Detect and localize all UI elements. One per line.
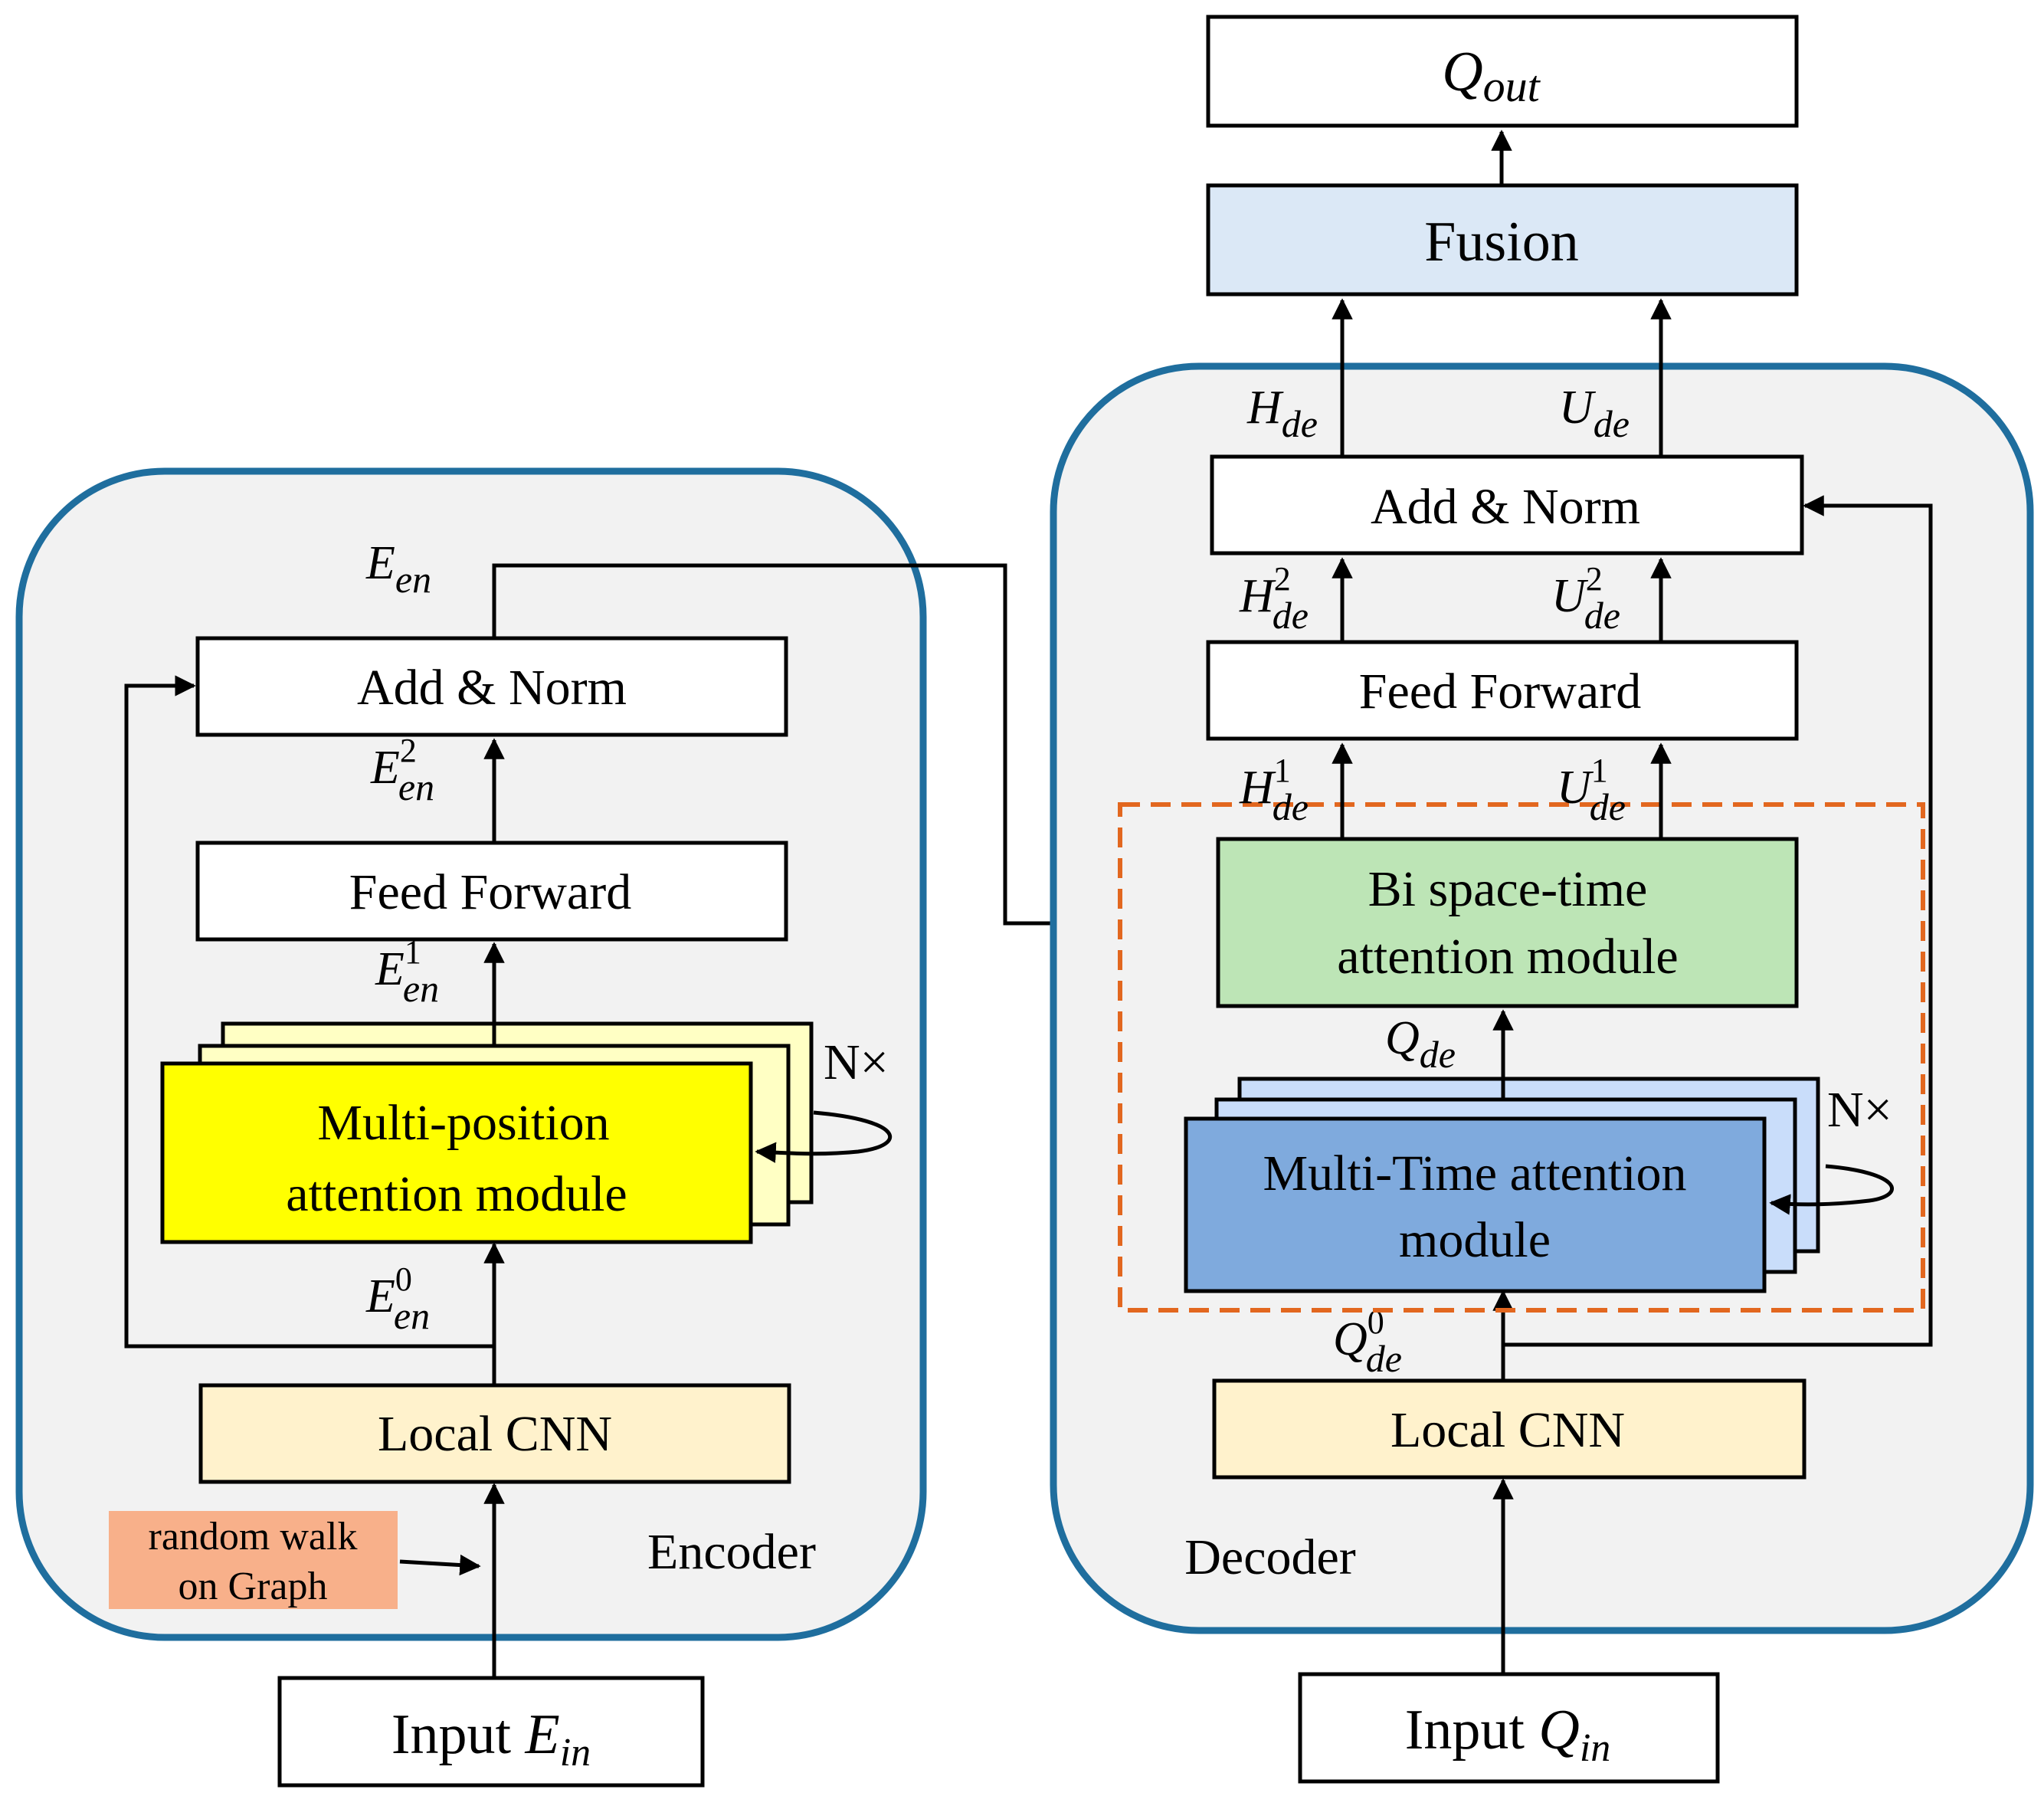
- output-box: [1206, 15, 1799, 128]
- decoder-u-label: Ude: [1559, 382, 1630, 445]
- bi-attention-box: [1216, 837, 1799, 1008]
- decoder-repeat-label: N×: [1827, 1082, 1892, 1138]
- decoder-feed-forward: [1206, 640, 1799, 741]
- encoder-output-label: Een: [365, 537, 431, 601]
- encoder-attention-line2: attention module: [286, 1166, 627, 1222]
- decoder-h-label: Hde: [1246, 382, 1318, 445]
- encoder-residual-line: [124, 675, 494, 1349]
- bi-attention-line2: attention module: [1337, 929, 1678, 985]
- random-walk-arrow: [399, 1554, 481, 1576]
- encoder-repeat-label: N×: [824, 1034, 889, 1090]
- output-label: Qout: [1442, 41, 1541, 111]
- decoder-attention-line1: Multi-Time attention: [1263, 1145, 1686, 1201]
- fusion-box: [1206, 183, 1799, 297]
- decoder-q-label: Qde: [1385, 1012, 1456, 1076]
- decoder-feed-forward-label: Feed Forward: [1359, 664, 1641, 719]
- encoder-local-cnn: [198, 1383, 791, 1484]
- encoder-attention-line1: Multi-position: [317, 1095, 609, 1151]
- decoder-repeat-loop: [1769, 1164, 1894, 1215]
- random-walk-line1: random walk: [149, 1515, 358, 1558]
- encoder-input-label: Input Ein: [391, 1703, 591, 1775]
- decoder-input-box: [1298, 1672, 1720, 1784]
- decoder-local-cnn-label: Local CNN: [1391, 1402, 1625, 1458]
- decoder-attention-box: [1184, 1116, 1767, 1293]
- encoder-add-norm: [195, 636, 788, 737]
- decoder-attention-line2: module: [1399, 1212, 1551, 1268]
- encoder-repeat-loop: [755, 1110, 893, 1163]
- encoder-feed-forward: [195, 841, 788, 942]
- decoder-dashed-region: [1118, 802, 1925, 1313]
- encoder-input-box: [277, 1676, 705, 1788]
- decoder-residual-line: [1503, 495, 1933, 1347]
- encoder-attention-box: [160, 1061, 753, 1244]
- encoder-feed-forward-label: Feed Forward: [349, 864, 631, 920]
- encoder-add-norm-label: Add & Norm: [357, 660, 627, 716]
- random-walk-box: [109, 1511, 398, 1609]
- encoder-local-cnn-label: Local CNN: [378, 1406, 612, 1462]
- decoder-add-norm: [1210, 454, 1804, 556]
- encoder-title: Encoder: [647, 1524, 816, 1580]
- fusion-label: Fusion: [1424, 211, 1579, 274]
- decoder-input-label: Input Qin: [1405, 1699, 1611, 1770]
- bi-attention-line1: Bi space-time: [1368, 861, 1648, 917]
- decoder-local-cnn: [1212, 1378, 1807, 1480]
- random-walk-line2: on Graph: [179, 1565, 328, 1608]
- decoder-add-norm-label: Add & Norm: [1371, 479, 1640, 535]
- decoder-title: Decoder: [1184, 1529, 1356, 1585]
